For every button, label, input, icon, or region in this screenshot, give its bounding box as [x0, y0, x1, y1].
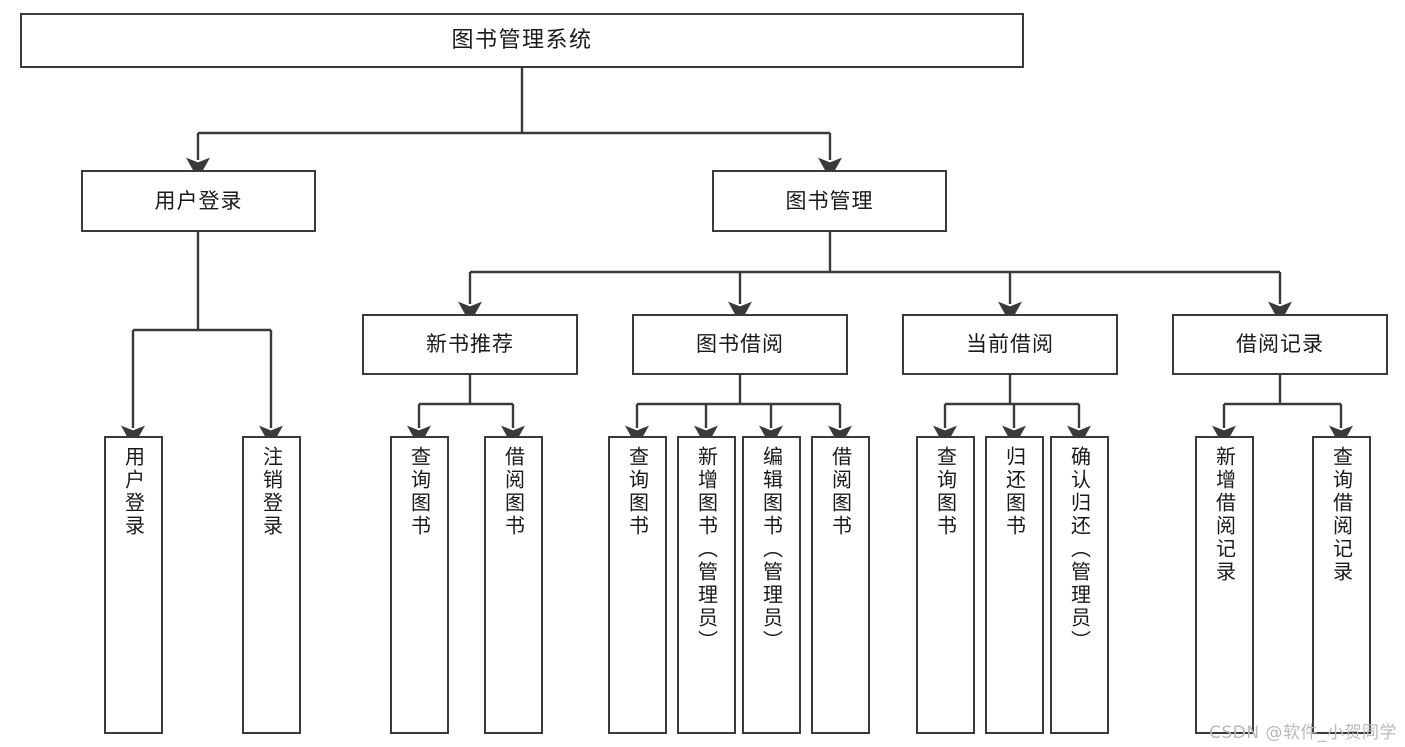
node-label: 用户登录 — [154, 188, 243, 213]
node-label: 查询图书 — [625, 446, 650, 538]
node-label: 借阅图书 — [828, 446, 853, 538]
node-label: 新增图书（管理员） — [694, 446, 719, 653]
leaf-br-add-record[interactable]: 新增借阅记录 — [1195, 436, 1254, 734]
leaf-nb-borrow-book[interactable]: 借阅图书 — [484, 436, 543, 734]
leaf-br-query-record[interactable]: 查询借阅记录 — [1312, 436, 1371, 734]
node-label: 当前借阅 — [966, 332, 1054, 357]
leaf-cb-query-book[interactable]: 查询图书 — [916, 436, 975, 734]
node-book-borrow[interactable]: 图书借阅 — [632, 314, 848, 375]
node-label: 注销登录 — [259, 446, 284, 538]
node-label: 查询图书 — [933, 446, 958, 538]
node-label: 确认归还（管理员） — [1067, 446, 1092, 653]
leaf-nb-query-book[interactable]: 查询图书 — [390, 436, 449, 734]
leaf-logout[interactable]: 注销登录 — [242, 436, 301, 734]
node-root-system[interactable]: 图书管理系统 — [20, 13, 1024, 68]
leaf-bb-edit-book-admin[interactable]: 编辑图书（管理员） — [742, 436, 801, 734]
node-book-management[interactable]: 图书管理 — [712, 170, 947, 232]
node-label: 查询图书 — [407, 446, 432, 538]
node-new-book-recommend[interactable]: 新书推荐 — [362, 314, 578, 375]
leaf-cb-confirm-return-admin[interactable]: 确认归还（管理员） — [1050, 436, 1109, 734]
node-label: 图书借阅 — [696, 332, 784, 357]
leaf-bb-add-book-admin[interactable]: 新增图书（管理员） — [677, 436, 736, 734]
node-label: 图书管理系统 — [451, 27, 593, 53]
node-user-login[interactable]: 用户登录 — [81, 170, 316, 232]
node-borrow-record[interactable]: 借阅记录 — [1172, 314, 1388, 375]
node-label: 归还图书 — [1002, 446, 1027, 538]
node-label: 编辑图书（管理员） — [759, 446, 784, 653]
node-label: 查询借阅记录 — [1329, 446, 1354, 584]
node-label: 新增借阅记录 — [1212, 446, 1237, 584]
node-current-borrow[interactable]: 当前借阅 — [902, 314, 1118, 375]
node-label: 借阅图书 — [501, 446, 526, 538]
leaf-bb-query-book[interactable]: 查询图书 — [608, 436, 667, 734]
leaf-bb-borrow-book[interactable]: 借阅图书 — [811, 436, 870, 734]
leaf-user-login[interactable]: 用户登录 — [104, 436, 163, 734]
node-label: 借阅记录 — [1236, 332, 1324, 357]
csdn-watermark: CSDN @软件_小贺同学 — [1209, 723, 1397, 743]
node-label: 用户登录 — [121, 446, 146, 538]
node-label: 新书推荐 — [426, 332, 514, 357]
node-label: 图书管理 — [785, 188, 874, 213]
leaf-cb-return-book[interactable]: 归还图书 — [985, 436, 1044, 734]
